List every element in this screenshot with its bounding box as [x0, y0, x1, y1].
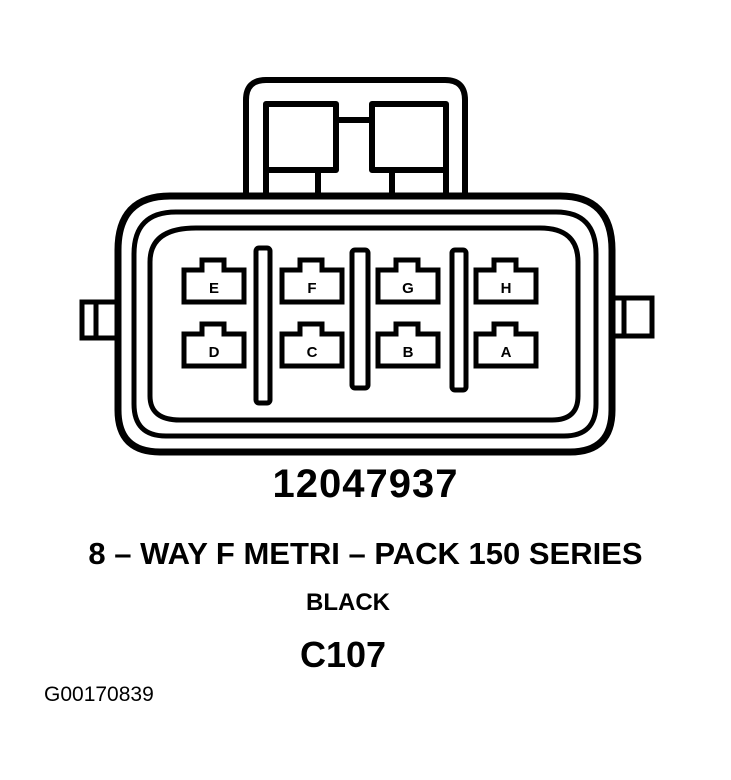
connector-color: BLACK — [306, 589, 390, 616]
terminal-cavity-d: D — [181, 321, 247, 369]
terminal-label: H — [501, 280, 512, 297]
terminal-label: A — [501, 344, 512, 361]
terminal-label: E — [209, 280, 219, 297]
terminal-cavity-a: A — [473, 321, 539, 369]
terminal-cavity-b: B — [375, 321, 441, 369]
terminal-label: F — [307, 280, 316, 297]
terminal-cavity-e: E — [181, 257, 247, 305]
part-number: 12047937 — [272, 462, 459, 506]
terminal-cavities: E F G H D C B A — [181, 257, 539, 369]
terminal-cavity-h: H — [473, 257, 539, 305]
terminal-label: D — [209, 344, 220, 361]
terminal-label: G — [402, 280, 414, 297]
figure-code: G00170839 — [44, 683, 154, 706]
terminal-label: C — [307, 344, 318, 361]
connector-diagram: E F G H D C B A — [79, 77, 655, 456]
terminal-cavity-g: G — [375, 257, 441, 305]
terminal-cavity-f: F — [279, 257, 345, 305]
terminal-cavity-c: C — [279, 321, 345, 369]
connector-latch — [243, 77, 468, 196]
connector-description: 8 – WAY F METRI – PACK 150 SERIES — [88, 536, 643, 571]
cavity-separators — [253, 245, 469, 406]
terminal-label: B — [403, 344, 414, 361]
connector-id: C107 — [300, 634, 387, 675]
